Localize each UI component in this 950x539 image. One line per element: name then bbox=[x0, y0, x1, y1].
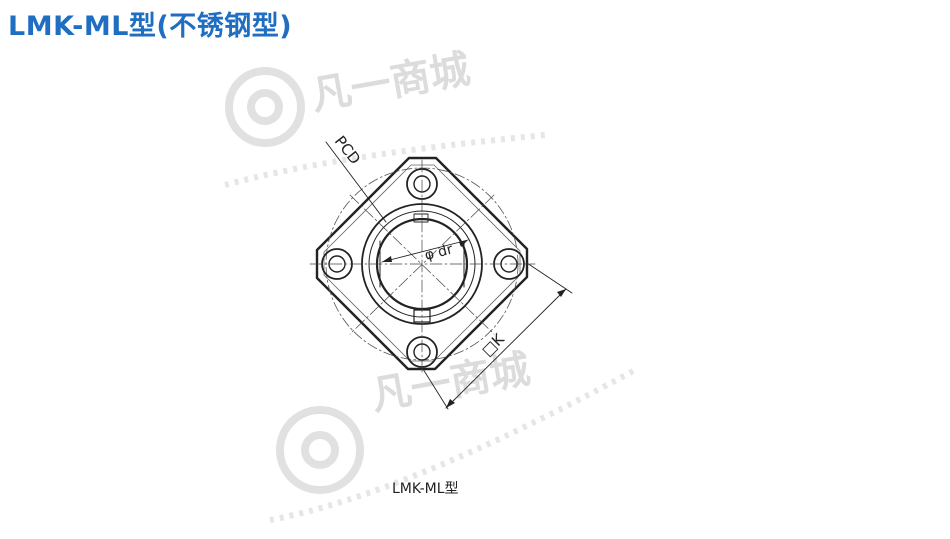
drawing-caption: LMK-ML型 bbox=[392, 481, 459, 497]
bore-dimension-line bbox=[381, 239, 469, 263]
center-lines bbox=[309, 159, 536, 373]
square-dimension bbox=[422, 262, 573, 410]
page-title: LMK-ML型(不锈钢型) bbox=[8, 11, 293, 42]
square-size-label: □K bbox=[478, 329, 509, 360]
bore-diameter-label: φ dr bbox=[423, 241, 455, 263]
pcd-leader bbox=[325, 141, 387, 223]
pcd-label: PCD bbox=[331, 132, 364, 168]
flange-outline bbox=[315, 156, 529, 371]
